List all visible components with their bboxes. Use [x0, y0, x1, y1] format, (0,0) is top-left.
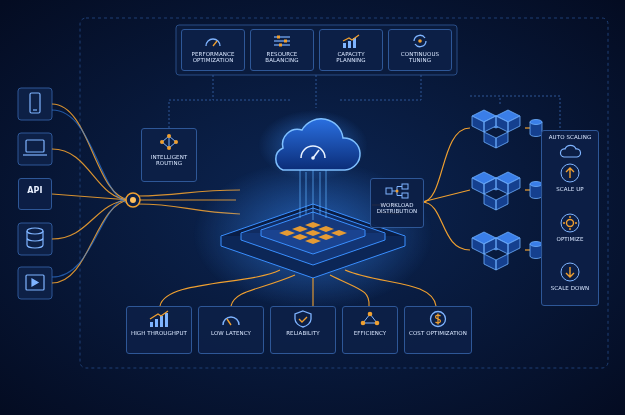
icon: [559, 212, 581, 234]
icon: [358, 310, 382, 328]
node-label: CAPACITY PLANNING: [322, 51, 380, 64]
icon: [559, 162, 581, 184]
node-label: WORKLOAD DISTRIBUTION: [373, 202, 421, 215]
feature-box: SCALE DOWN: [545, 258, 595, 302]
node-label: OPTIMIZE: [556, 236, 583, 242]
device-box: API: [18, 178, 52, 210]
feature-box: PERFORMANCE OPTIMIZATION: [181, 29, 245, 71]
node-label: HIGH THROUGHPUT: [131, 330, 187, 336]
node-label: CONTINUOUS TUNING: [391, 51, 449, 64]
icon: [271, 33, 293, 49]
icon: [291, 310, 315, 328]
node-label: COST OPTIMIZATION: [409, 330, 467, 336]
feature-box: CAPACITY PLANNING: [319, 29, 383, 71]
node-label: AUTO SCALING: [549, 134, 592, 140]
node-label: PERFORMANCE OPTIMIZATION: [184, 51, 242, 64]
node-label: SCALE DOWN: [551, 285, 590, 291]
icon: [340, 33, 362, 49]
feature-box: RELIABILITY: [270, 306, 336, 354]
icon: [156, 132, 182, 152]
node-label: INTELLIGENT ROUTING: [144, 154, 194, 167]
icon: [409, 33, 431, 49]
icon: [384, 182, 410, 200]
icon: [219, 310, 243, 328]
node-label: LOW LATENCY: [211, 330, 251, 336]
icon: [557, 143, 583, 159]
node-label: RESOURCE BALANCING: [253, 51, 311, 64]
icon: [426, 310, 450, 328]
node-label: SCALE UP: [556, 186, 584, 192]
icon: [147, 310, 171, 328]
feature-box: INTELLIGENT ROUTING: [141, 128, 197, 182]
node-label: RELIABILITY: [286, 330, 320, 336]
feature-box: SCALE UP: [545, 159, 595, 203]
icon: [202, 33, 224, 49]
auto-scaling-panel: AUTO SCALING SCALE UP OPTIMIZE SCALE DOWN: [541, 130, 599, 306]
node-label: EFFICIENCY: [354, 330, 387, 336]
feature-box: WORKLOAD DISTRIBUTION: [370, 178, 424, 228]
feature-box: OPTIMIZE: [545, 209, 595, 253]
feature-box: HIGH THROUGHPUT: [126, 306, 192, 354]
feature-box: COST OPTIMIZATION: [404, 306, 472, 354]
feature-box: RESOURCE BALANCING: [250, 29, 314, 71]
feature-box: LOW LATENCY: [198, 306, 264, 354]
feature-box: CONTINUOUS TUNING: [388, 29, 452, 71]
node-label: API: [27, 186, 42, 195]
icon: [559, 261, 581, 283]
feature-box: EFFICIENCY: [342, 306, 398, 354]
